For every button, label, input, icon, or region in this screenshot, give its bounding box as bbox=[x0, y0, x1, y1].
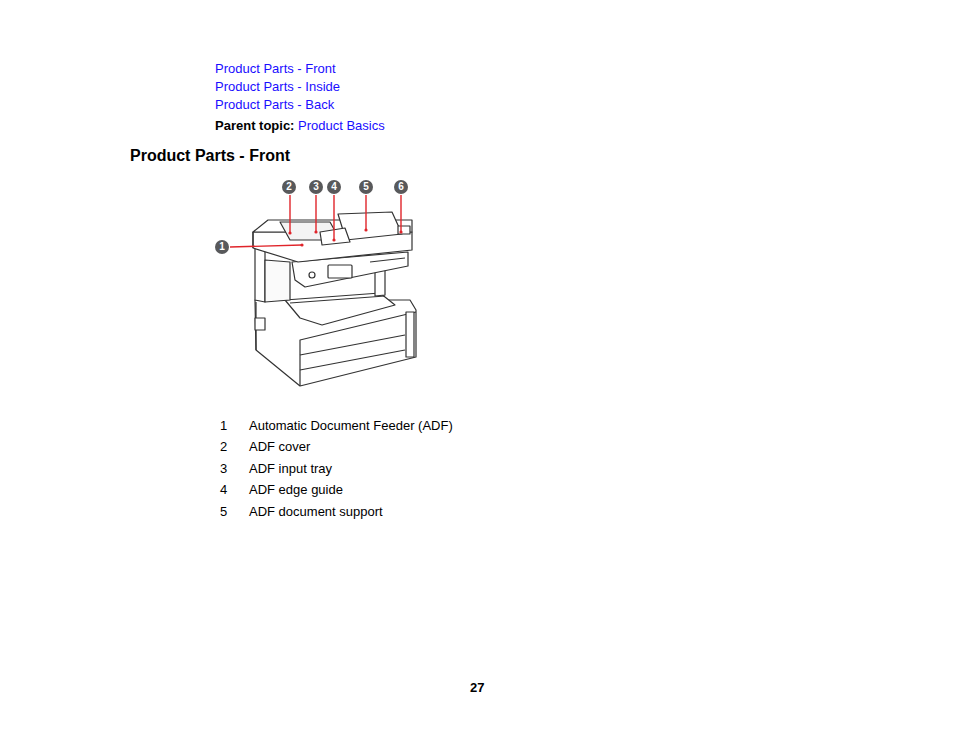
callout-circle: 2 bbox=[282, 180, 296, 194]
callout-circle: 5 bbox=[359, 180, 373, 194]
part-name: ADF document support bbox=[249, 504, 383, 520]
parent-topic-link: Product Basics bbox=[298, 118, 385, 134]
list-number: 5 bbox=[220, 504, 227, 520]
part-name: ADF cover bbox=[249, 439, 310, 455]
list-number: 1 bbox=[220, 418, 227, 434]
topic-link: Product Parts - Front bbox=[215, 61, 336, 77]
callout-number: 4 bbox=[331, 182, 337, 192]
callout-circle: 6 bbox=[394, 180, 408, 194]
callout-circle: 3 bbox=[309, 180, 323, 194]
page-number: 27 bbox=[470, 680, 484, 696]
list-number: 2 bbox=[220, 439, 227, 455]
part-name: ADF input tray bbox=[249, 461, 332, 477]
callout-number: 2 bbox=[286, 182, 292, 192]
section-heading: Product Parts - Front bbox=[130, 146, 290, 166]
callout-circle: 1 bbox=[215, 240, 229, 254]
topic-link: Product Parts - Back bbox=[215, 97, 334, 113]
part-name: ADF edge guide bbox=[249, 482, 343, 498]
topic-link: Product Parts - Inside bbox=[215, 79, 340, 95]
callout-circle: 4 bbox=[327, 180, 341, 194]
callout-number: 6 bbox=[398, 182, 404, 192]
parent-topic-label: Parent topic: bbox=[215, 118, 294, 134]
list-number: 4 bbox=[220, 482, 227, 498]
callout-number: 3 bbox=[313, 182, 319, 192]
callout-number: 5 bbox=[363, 182, 369, 192]
list-number: 3 bbox=[220, 461, 227, 477]
part-name: Automatic Document Feeder (ADF) bbox=[249, 418, 453, 434]
callout-number: 1 bbox=[219, 242, 225, 252]
